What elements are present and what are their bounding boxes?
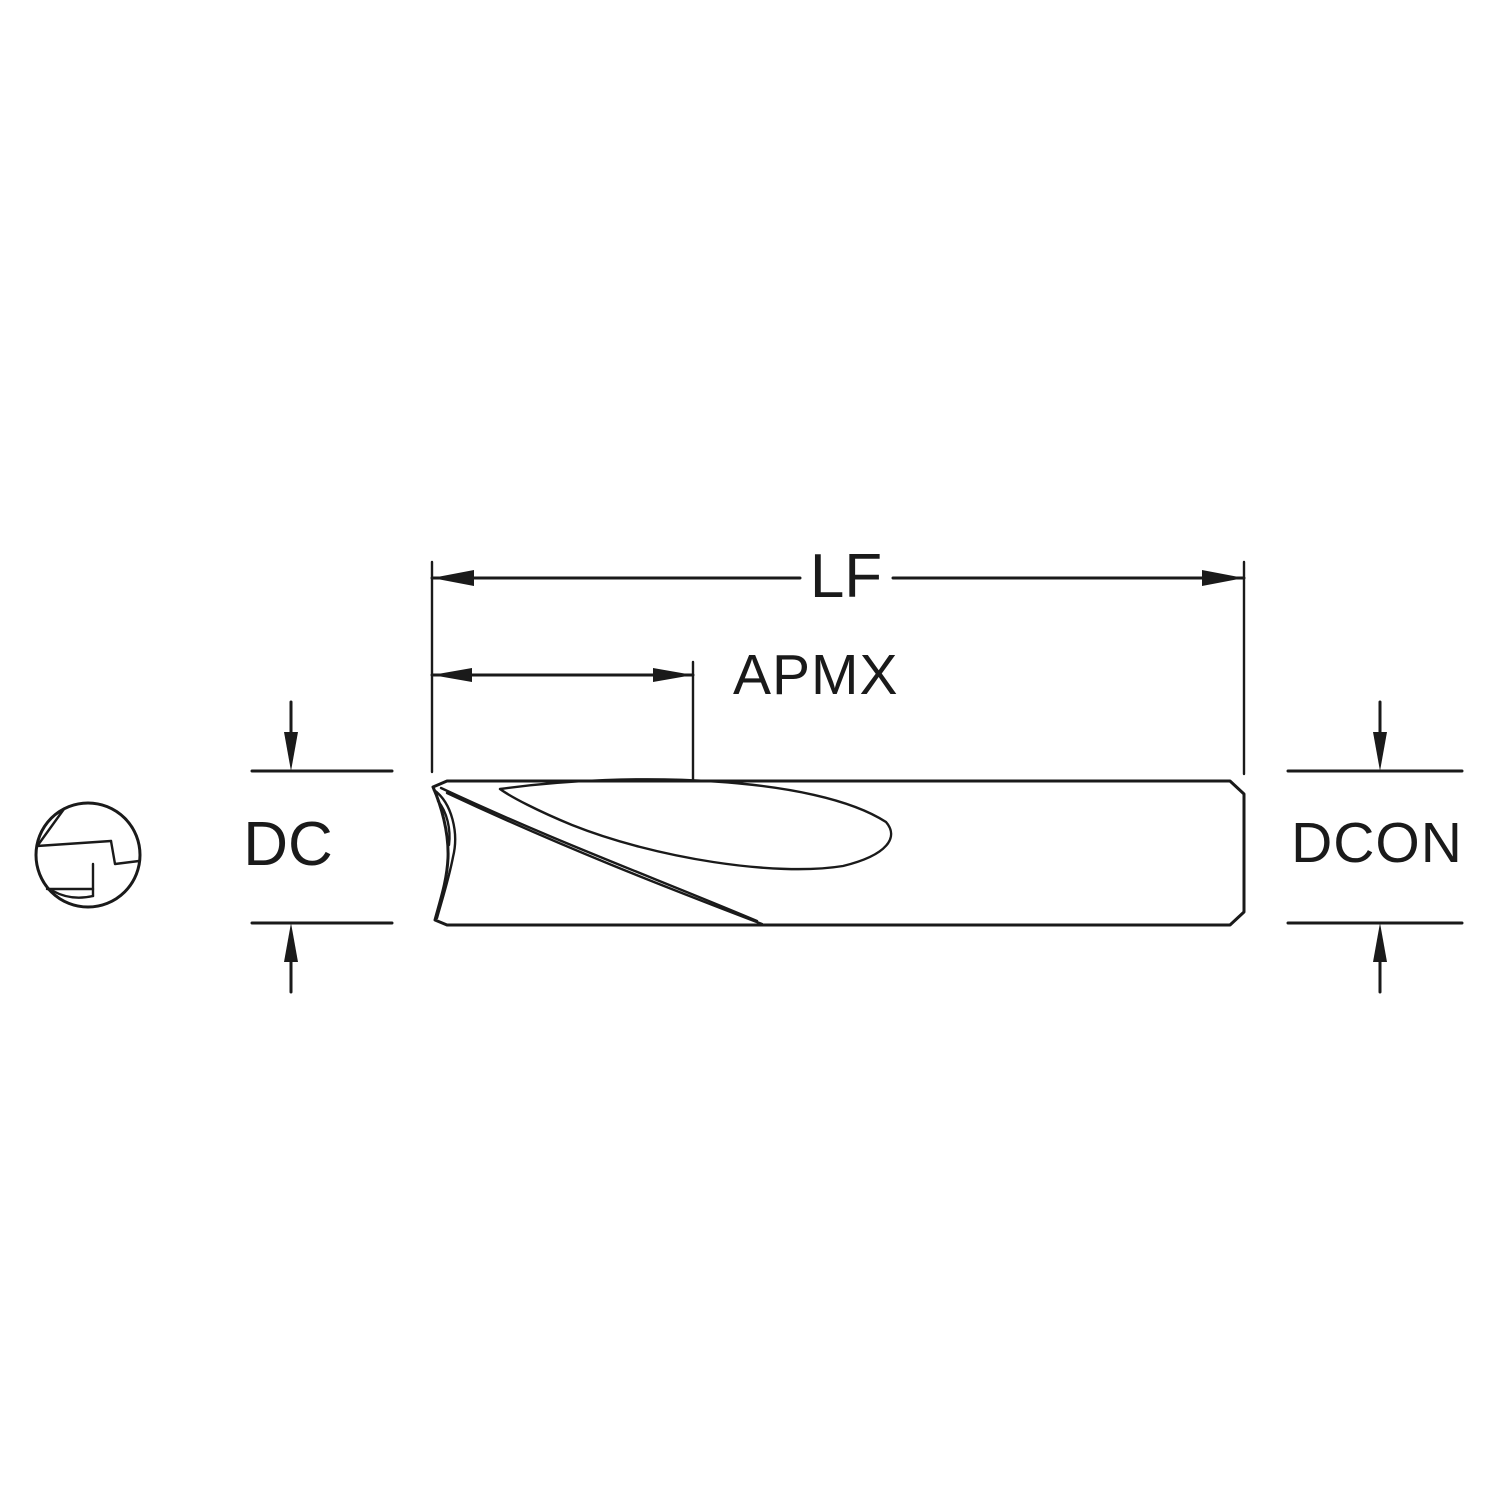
lf-arrowhead-right-icon (1202, 570, 1244, 586)
apmx-dimension: APMX (430, 643, 899, 800)
end-tooth-edge (432, 788, 457, 920)
dcon-dimension: DCON (1286, 700, 1464, 994)
dc-arrowhead-up-icon (284, 923, 298, 962)
end-view-flute-gash-top (36, 807, 66, 847)
dcon-arrowhead-up-icon (1373, 923, 1387, 962)
lf-dimension: LF (430, 542, 1246, 776)
end-view-flute-step-right (109, 839, 141, 866)
endmill-end-view (34, 801, 142, 909)
end-view-circle (34, 801, 142, 909)
end-view-cutting-edge-1 (35, 839, 113, 848)
dc-dimension: DC (243, 700, 394, 994)
lf-label: LF (810, 542, 882, 611)
apmx-arrowhead-left-icon (432, 668, 472, 682)
end-view-flute-gash-bottom (51, 889, 95, 899)
dc-arrowhead-down-icon (284, 732, 298, 771)
tool-body-outline (431, 779, 1246, 927)
endmill-side-view (431, 778, 1246, 927)
flute-face (498, 778, 893, 871)
apmx-label: APMX (733, 643, 899, 707)
flute-helix-line-upper (439, 786, 759, 923)
dcon-label: DCON (1291, 811, 1463, 875)
dc-label: DC (243, 810, 333, 879)
dcon-arrowhead-down-icon (1373, 732, 1387, 771)
flute-helix-line-lower (445, 791, 764, 926)
apmx-arrowhead-right-icon (653, 668, 693, 682)
lf-arrowhead-left-icon (432, 570, 474, 586)
